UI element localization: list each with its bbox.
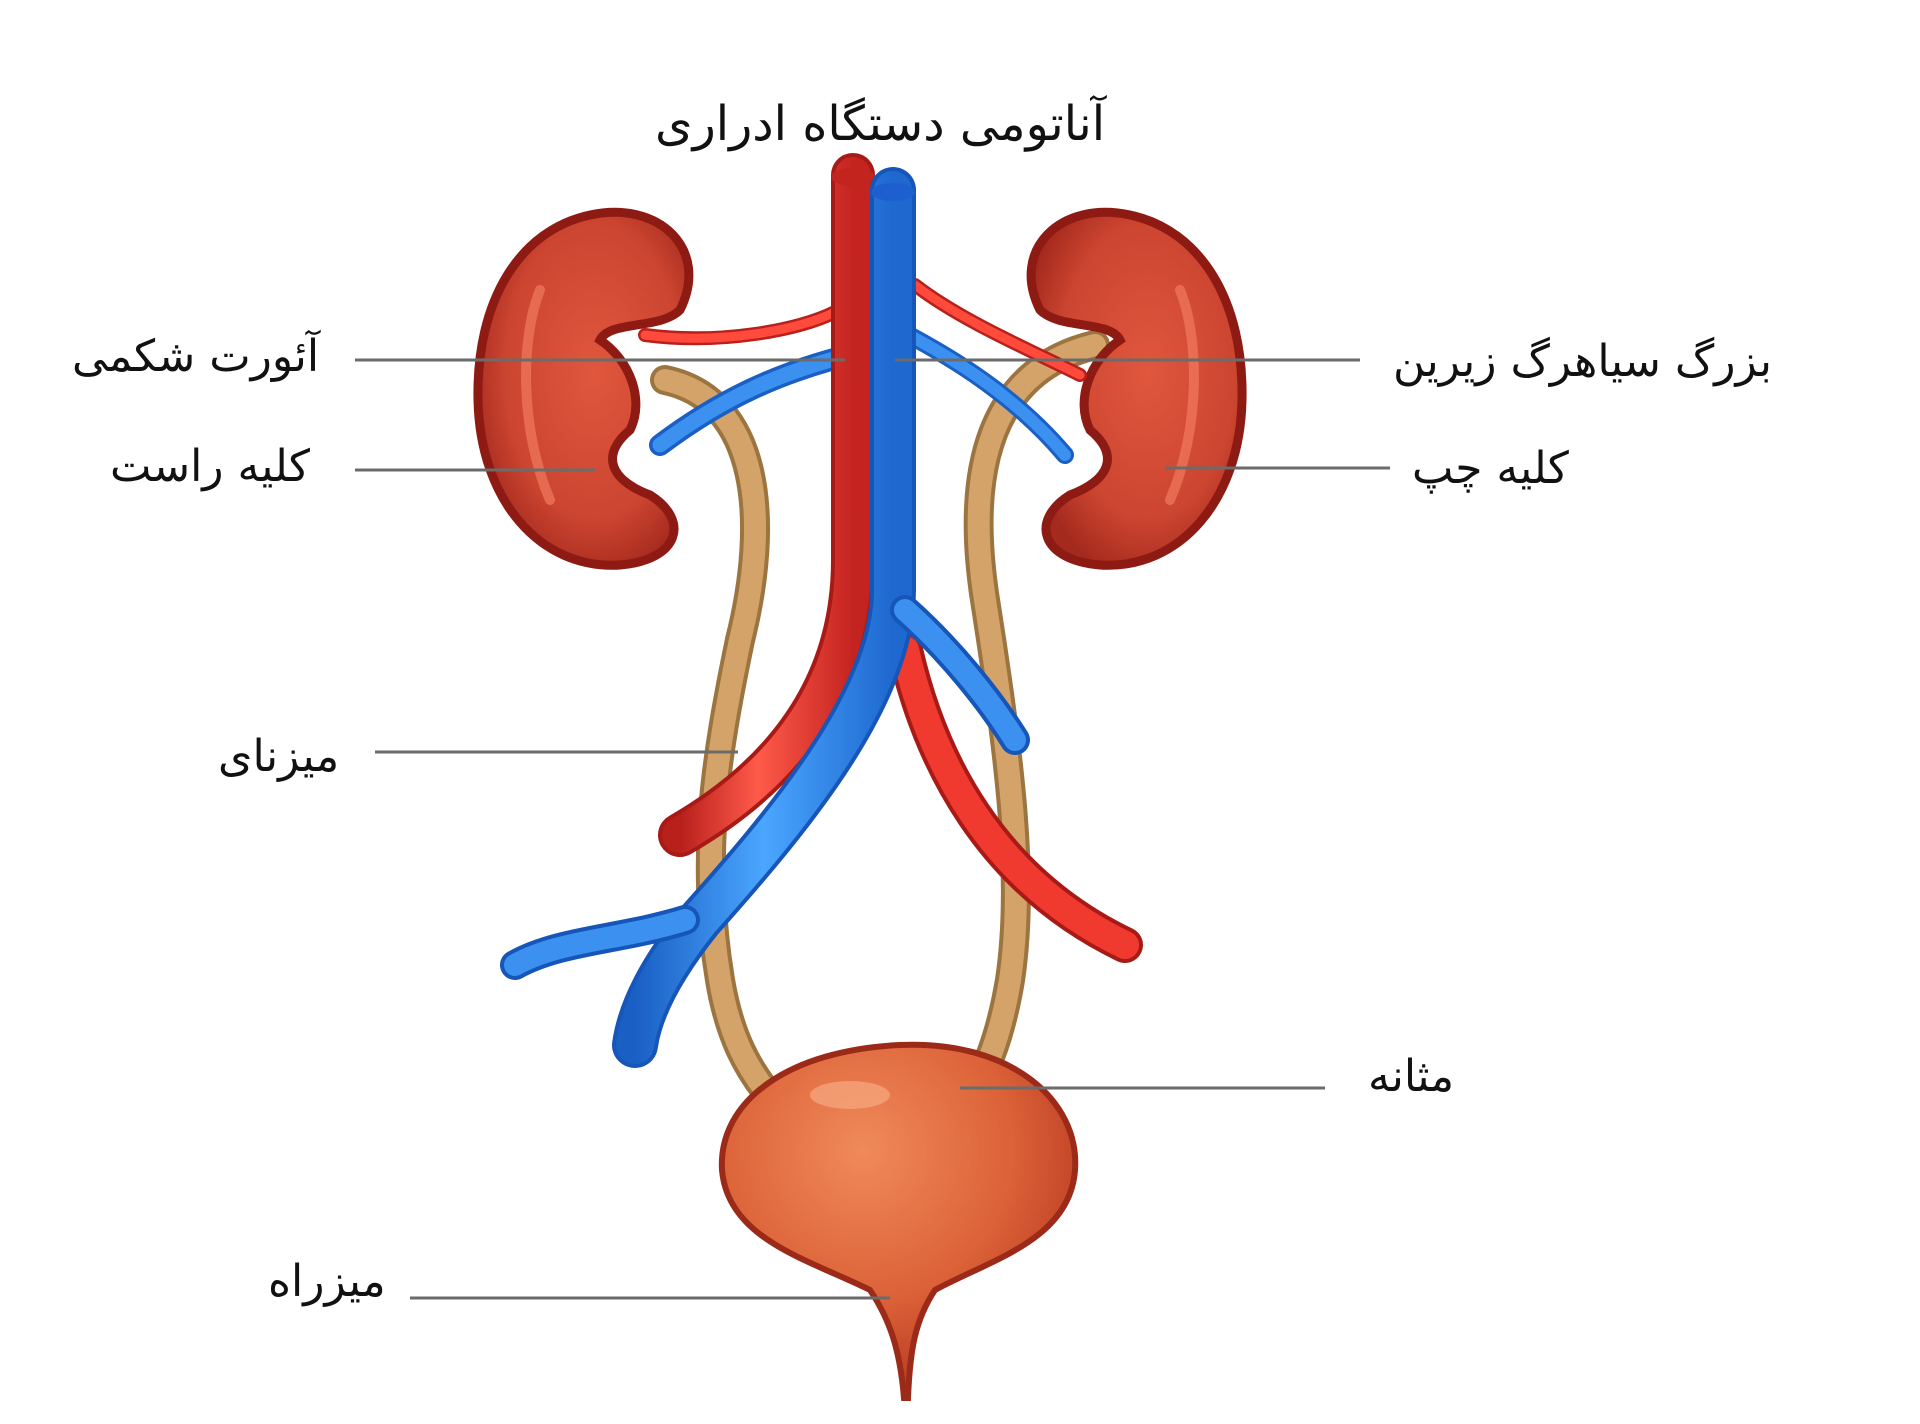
diagram-title: آناتومی دستگاه ادراری <box>655 96 1106 152</box>
label-right-kidney: کلیه راست <box>110 441 310 492</box>
label-inferior-vena-cava: بزرگ سیاهرگ زیرین <box>1393 336 1773 387</box>
leader-lines <box>355 358 1390 1300</box>
label-urethra: میزراه <box>268 1256 386 1307</box>
left-kidney <box>1026 207 1247 570</box>
bladder <box>718 1041 1079 1401</box>
right-kidney <box>473 207 694 570</box>
label-abdominal-aorta: آئورت شکمی <box>72 331 320 382</box>
label-ureter: میزنای <box>218 731 340 782</box>
abdominal-aorta <box>658 153 1143 963</box>
inferior-vena-cava <box>500 167 1030 1068</box>
label-bladder: مثانه <box>1368 1051 1455 1102</box>
label-left-kidney: کلیه چپ <box>1412 443 1569 494</box>
